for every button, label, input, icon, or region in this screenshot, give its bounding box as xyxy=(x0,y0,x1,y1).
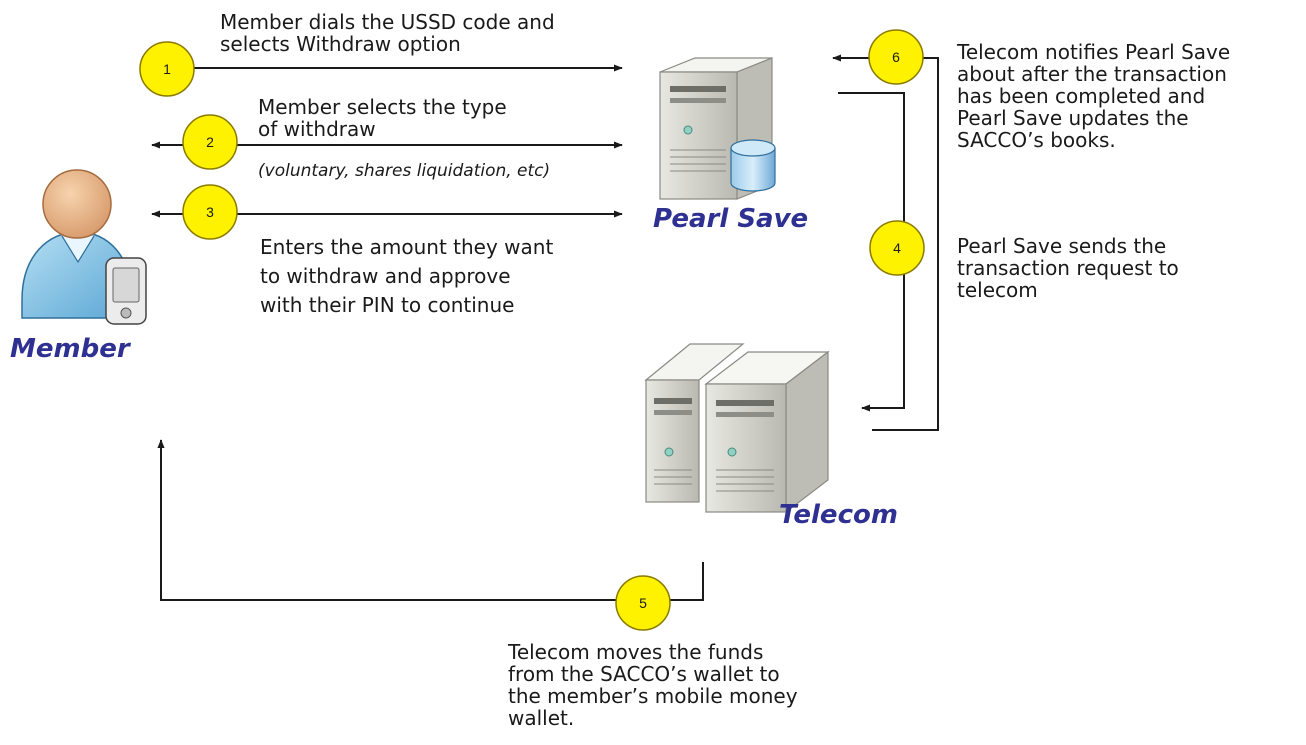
step-2-line-1: Member selects the type xyxy=(258,95,507,119)
step-6-line-3: has been completed and xyxy=(957,84,1206,108)
step-4-line-3: telecom xyxy=(957,278,1038,302)
member-label: Member xyxy=(10,334,130,364)
step-badge-5: 5 xyxy=(615,575,671,631)
step-3-description: Enters the amount they want to withdraw … xyxy=(260,233,553,320)
step-5-number: 5 xyxy=(639,595,647,611)
step-2-note: (voluntary, shares liquidation, etc) xyxy=(258,161,551,181)
telecom-label: Telecom xyxy=(779,500,898,530)
step-2-number: 2 xyxy=(206,134,214,150)
step-6-number: 6 xyxy=(892,49,900,65)
step-6-description: Telecom notifies Pearl Save about after … xyxy=(957,41,1230,151)
step-4-description: Pearl Save sends the transaction request… xyxy=(957,235,1179,301)
step-2-description: Member selects the type of withdraw xyxy=(258,96,507,140)
step-1-number: 1 xyxy=(163,61,171,77)
arrow-step-5 xyxy=(157,439,704,601)
step-1-line-2: selects Withdraw option xyxy=(220,32,461,56)
pearl-save-label: Pearl Save xyxy=(653,204,809,234)
member-icon xyxy=(21,169,147,325)
step-4-number: 4 xyxy=(893,240,901,256)
step-badge-1: 1 xyxy=(139,41,195,97)
step-1-description: Member dials the USSD code and selects W… xyxy=(220,11,555,55)
step-5-line-1: Telecom moves the funds xyxy=(508,640,764,664)
pearl-save-server-icon xyxy=(659,57,776,200)
step-5-line-4: wallet. xyxy=(508,706,575,730)
step-badge-3: 3 xyxy=(182,184,238,240)
step-badge-2: 2 xyxy=(182,114,238,170)
step-3-line-1: Enters the amount they want xyxy=(260,235,554,259)
step-badge-4: 4 xyxy=(869,220,925,276)
step-2-line-2: of withdraw xyxy=(258,117,376,141)
step-6-line-5: SACCO’s books. xyxy=(957,128,1116,152)
step-3-line-2: to withdraw and approve xyxy=(260,264,511,288)
telecom-server-icon xyxy=(644,343,830,514)
step-3-number: 3 xyxy=(206,204,214,220)
step-6-line-4: Pearl Save updates the xyxy=(957,106,1189,130)
step-4-line-1: Pearl Save sends the xyxy=(957,234,1167,258)
step-6-line-1: Telecom notifies Pearl Save xyxy=(957,40,1231,64)
phone-icon xyxy=(105,257,147,325)
step-5-line-3: the member’s mobile money xyxy=(508,684,798,708)
step-badge-6: 6 xyxy=(868,29,924,85)
step-1-line-1: Member dials the USSD code and xyxy=(220,10,555,34)
step-5-line-2: from the SACCO’s wallet to xyxy=(508,662,780,686)
step-4-line-2: transaction request to xyxy=(957,256,1179,280)
database-icon xyxy=(730,139,776,192)
step-3-line-3: with their PIN to continue xyxy=(260,293,515,317)
step-6-line-2: about after the transaction xyxy=(957,62,1227,86)
step-5-description: Telecom moves the funds from the SACCO’s… xyxy=(508,641,798,729)
